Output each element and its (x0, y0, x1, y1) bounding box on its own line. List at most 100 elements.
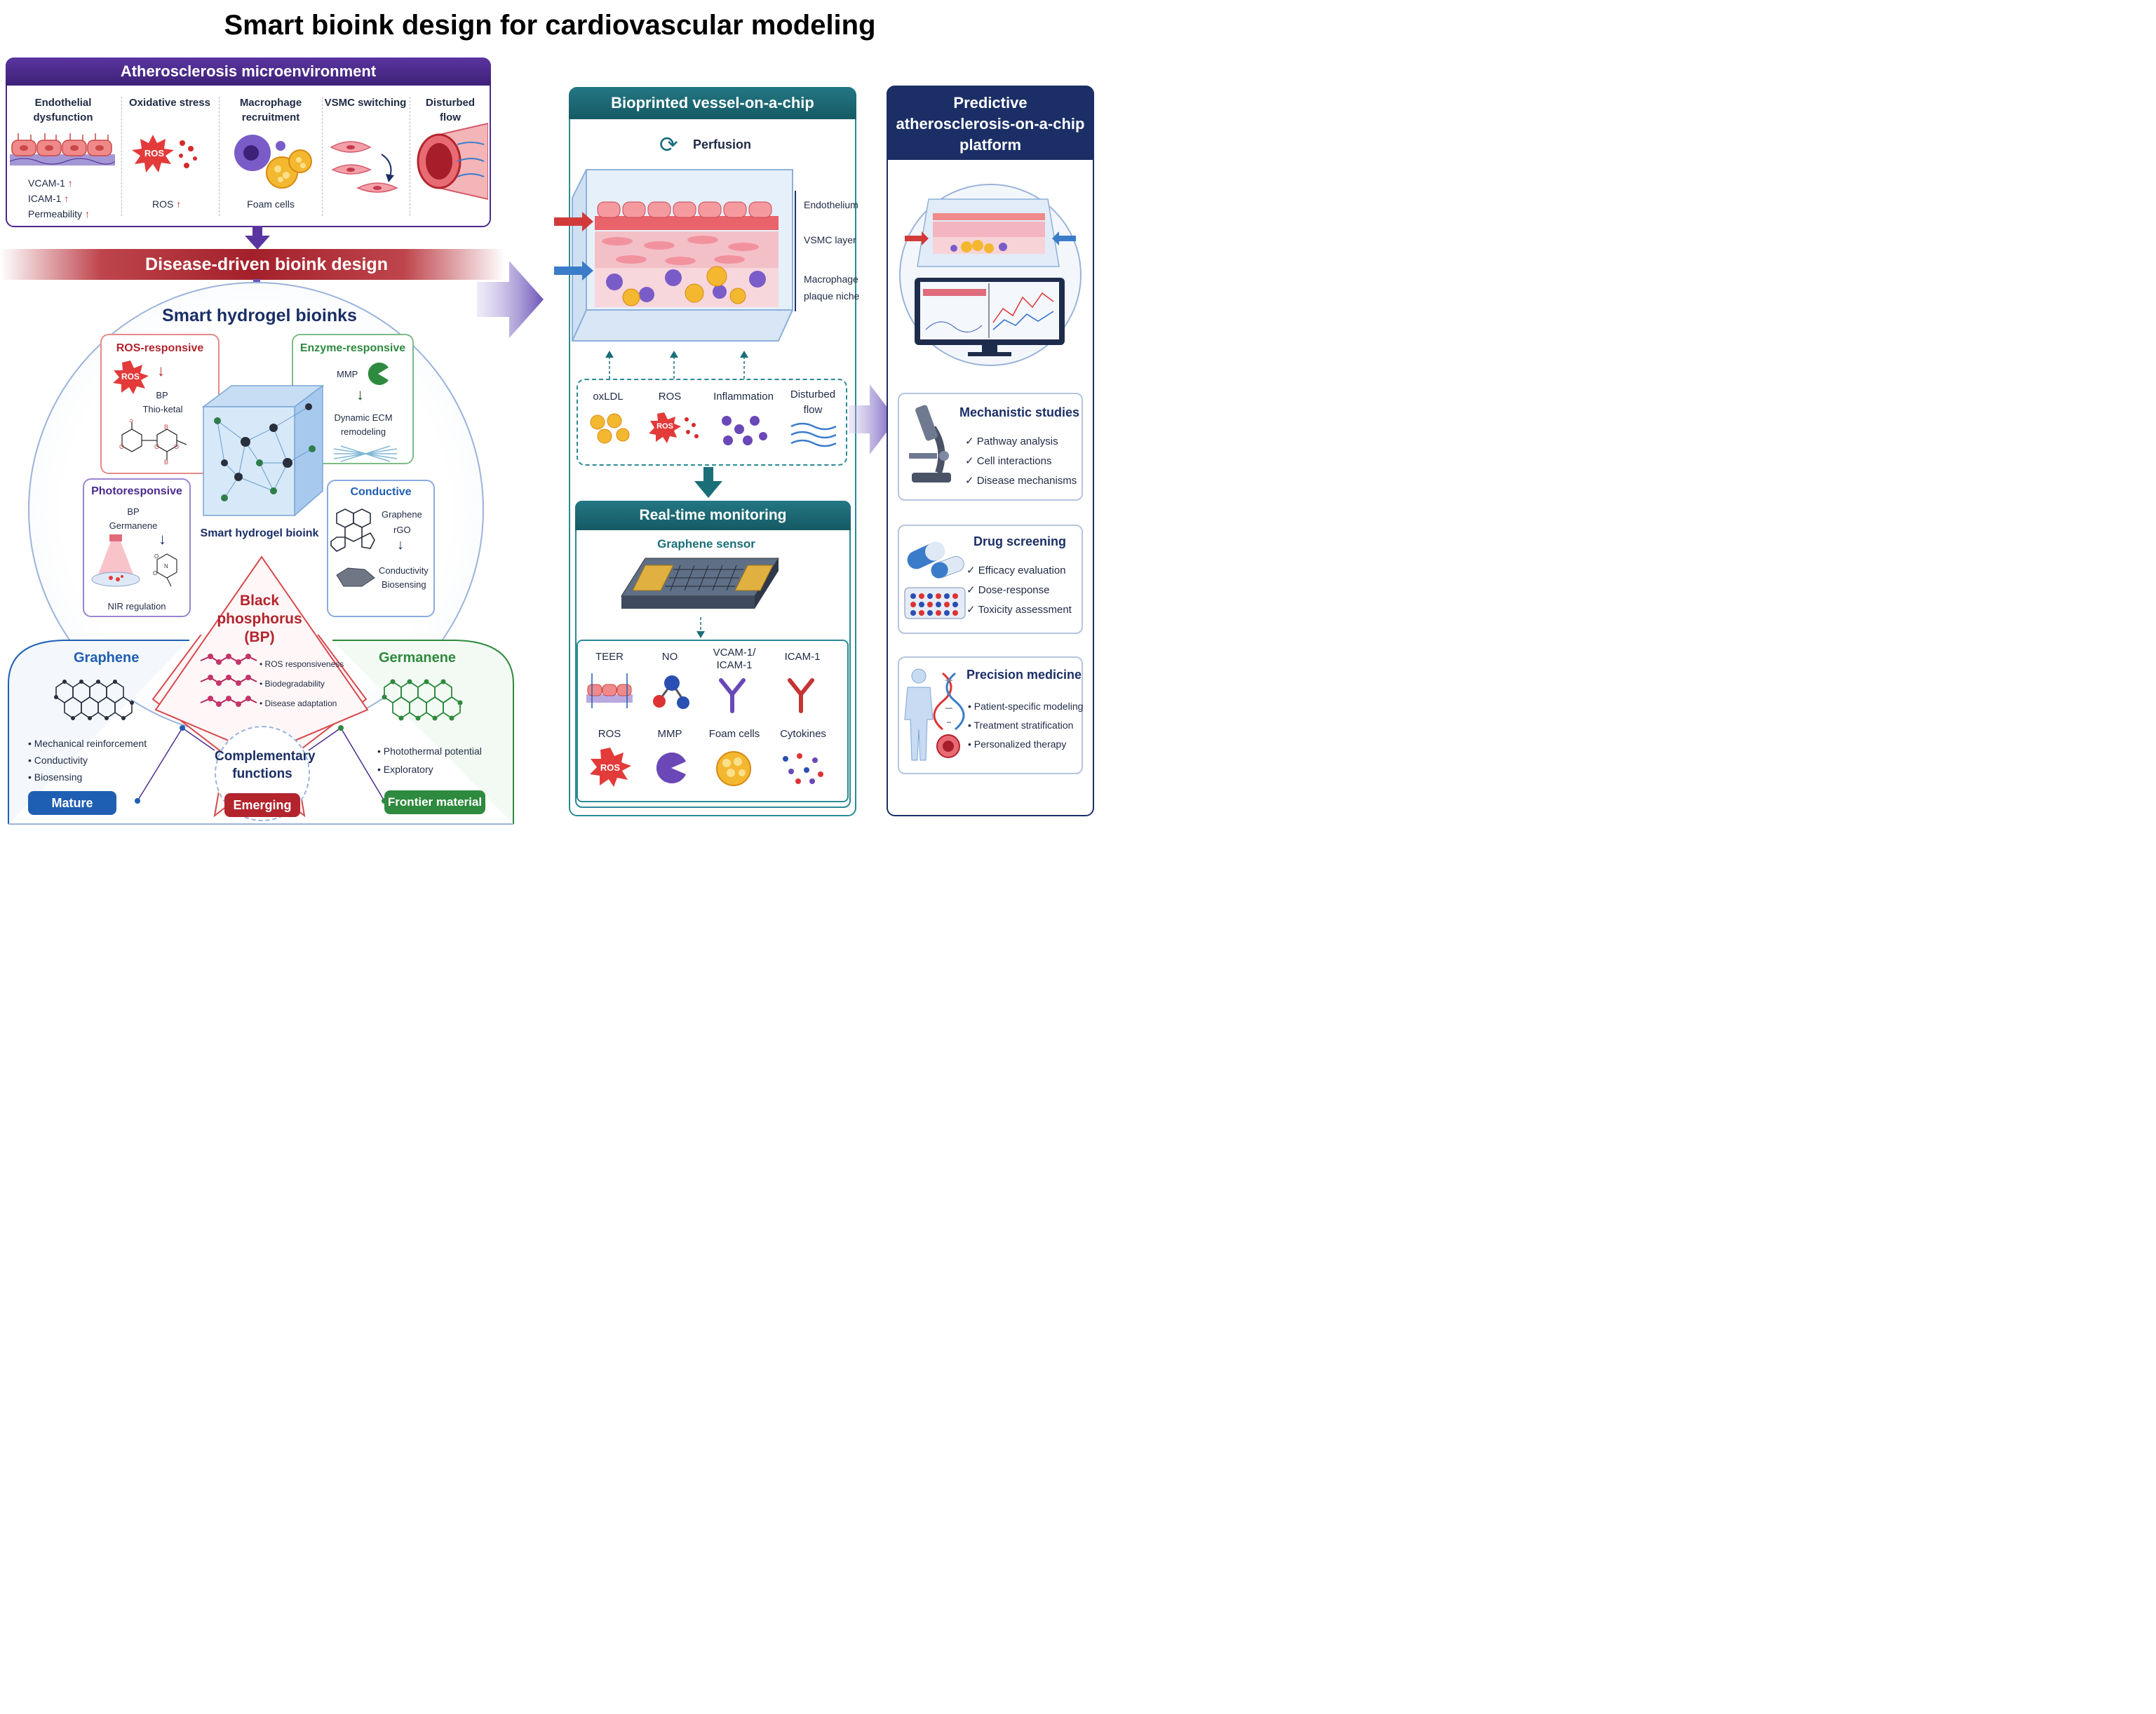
down-arrow-icon: ↓ (356, 386, 364, 403)
right-arrow-icon (477, 261, 544, 338)
oxldl-particles-icon (590, 413, 630, 444)
microscope-icon (909, 405, 951, 483)
hydrogel-cube-icon (201, 384, 325, 517)
graphene-bullet: • Conductivity (28, 755, 88, 766)
graphene-sensor-icon (621, 558, 779, 609)
mechanistic-item: ✓ Cell interactions (965, 455, 1052, 467)
mmp-label: MMP (337, 369, 358, 379)
conductive-card (327, 480, 435, 617)
ros-burst-icon (590, 748, 631, 787)
graphene-lattice-icon (54, 680, 134, 720)
drug-screening-item: ✓ Toxicity assessment (966, 604, 1072, 616)
icam1-antibody-icon (788, 678, 814, 713)
drug-screening-title: Drug screening (973, 534, 1067, 548)
macrophage-foam-cell-icon (234, 135, 312, 189)
svg-text:O: O (154, 553, 159, 560)
pills-plate-icon (904, 541, 966, 619)
markers-box (577, 640, 849, 802)
photoresponsive-title: Photoresponsive (91, 485, 182, 497)
svg-text:N: N (164, 563, 168, 569)
stimuli-box (577, 379, 847, 466)
foam-cells-label: Foam cells (247, 198, 295, 210)
svg-text:O: O (174, 443, 179, 450)
molecule-structure-icon: ONO (153, 553, 177, 587)
rgo-sheet-icon (336, 567, 375, 587)
page-title: Smart bioink design for cardiovascular m… (224, 10, 876, 41)
bp-bullets: • ROS responsiveness • Biodegradability … (260, 654, 344, 713)
icam1-label: ICAM-1 (784, 651, 821, 663)
divider (219, 97, 220, 216)
divider (121, 97, 122, 216)
marker-ros-label: ROS (598, 728, 621, 740)
vessel-chip-icon (554, 169, 794, 342)
disturbed-flow-title: Disturbed flow (425, 97, 475, 123)
down-arrow-icon (694, 467, 722, 498)
ros-badge: ROS (600, 762, 621, 773)
photo-bp-label: BP (127, 506, 140, 517)
drug-screening-item: ✓ Efficacy evaluation (966, 565, 1066, 576)
up-arrow-icon: ↑ (176, 198, 182, 210)
perfusion-label: Perfusion (693, 137, 752, 151)
permeability-label: Permeability (28, 208, 83, 220)
mature-pill: Mature (28, 791, 116, 815)
bp-bullet: • Biodegradability (260, 679, 325, 689)
mechanistic-list: ✓ Pathway analysis ✓ Cell interactions ✓… (965, 432, 1077, 491)
vcam1-icam1-label: VCAM-1/ICAM-1 (713, 647, 756, 671)
svg-text:B: B (164, 424, 168, 431)
chip-monitor-icon (905, 198, 1076, 356)
divider (322, 97, 323, 216)
vsmc-switching-title: VSMC switching (324, 97, 407, 109)
drug-screening-item: ✓ Dose-response (966, 584, 1050, 596)
graphene-bullet: • Biosensing (28, 771, 83, 783)
drug-screening-card (898, 525, 1083, 634)
conductivity-label: Conductivity (379, 565, 429, 576)
photoresponsive-card (83, 478, 191, 617)
germanene-bullet: • Photothermal potential (377, 745, 482, 757)
svg-text:O: O (119, 443, 124, 450)
germanene-bullets: • Photothermal potential • Exploratory (377, 742, 482, 778)
right-arrow-icon (849, 384, 896, 454)
up-arrow-icon: ↑ (64, 193, 69, 204)
ecm-fibers-icon (334, 445, 397, 462)
germanene-bullet: • Exploratory (377, 764, 433, 775)
microenvironment-header: Atherosclerosis microenvironment (6, 58, 491, 86)
no-molecule-icon (653, 675, 689, 709)
stimulus-arrows (605, 351, 748, 379)
flow-waves-icon (790, 422, 837, 447)
bp-bullet: • ROS responsiveness (260, 659, 344, 669)
inflammation-label: Inflammation (713, 391, 774, 403)
ros-thioketal-label: Thio-ketal (142, 404, 183, 414)
dynamic-ecm-label: Dynamic ECM (334, 412, 393, 423)
bracket-lines (795, 191, 797, 311)
macrophage-layer-label: Macrophage (804, 274, 858, 285)
down-arrow-icon (696, 617, 705, 638)
germanene-title: Germanene (379, 650, 457, 666)
graphene-lattice-icon (330, 508, 375, 552)
down-arrow-icon (245, 226, 270, 250)
chip-header: Bioprinted vessel-on-a-chip (569, 87, 856, 119)
endothelial-dysfunction-title: Endothelial dysfunction (33, 97, 93, 123)
hydrogel-title: Smart hydrogel bioinks (162, 306, 357, 325)
mechanistic-item: ✓ Disease mechanisms (965, 475, 1077, 487)
foam-cells-marker-label: Foam cells (708, 728, 760, 740)
mmp-marker-label: MMP (657, 728, 682, 740)
remodeling-label: remodeling (340, 426, 386, 437)
human-dna-icon (904, 668, 965, 761)
inflammation-cells-icon (722, 416, 767, 445)
ros-burst-icon (113, 360, 149, 394)
precision-medicine-title: Precision medicine (966, 668, 1082, 682)
bioink-design-band (0, 249, 505, 280)
ros-responsive-title: ROS-responsive (116, 342, 204, 354)
conductive-title: Conductive (350, 486, 412, 498)
ros-increase: ROS ↑ (152, 198, 182, 210)
oxidative-stress-title: Oxidative stress (129, 97, 210, 109)
ros-bp-label: BP (156, 390, 168, 400)
graphene-bullet: • Mechanical reinforcement (28, 738, 147, 749)
precision-medicine-card (898, 656, 1083, 774)
rgo-label: rGO (393, 525, 411, 535)
photo-germanene-label: Germanene (109, 520, 158, 531)
graphene-title: Graphene (74, 650, 140, 666)
endothelial-markers: VCAM-1 ↑ ICAM-1 ↑ Permeability ↑ (28, 175, 119, 222)
ros-badge: ROS (144, 148, 165, 158)
